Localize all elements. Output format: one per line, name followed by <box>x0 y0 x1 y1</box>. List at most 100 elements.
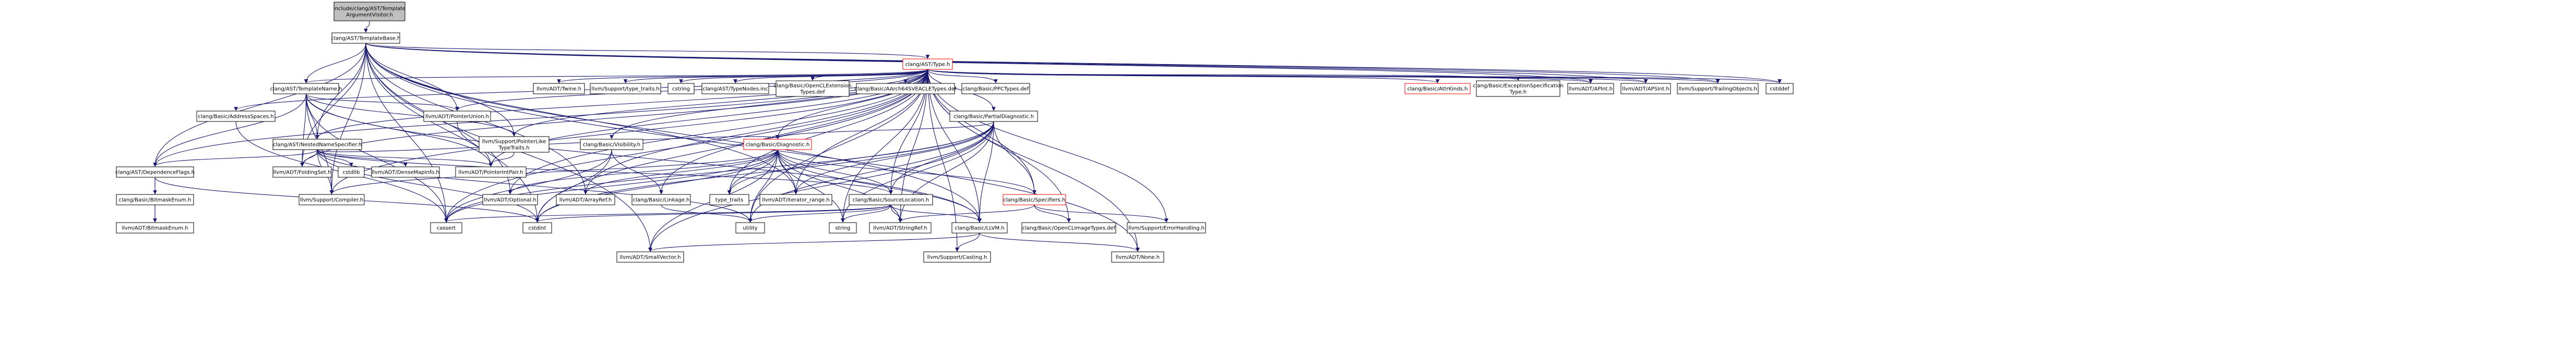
node-sourcelocation[interactable]: clang/Basic/SourceLocation.h <box>849 194 933 205</box>
edge-diagnostic-to-llvmh <box>777 149 982 223</box>
node-utility[interactable]: utility <box>735 222 765 234</box>
node-stringref[interactable]: llvm/ADT/StringRef.h <box>869 222 932 234</box>
node-box <box>961 83 1030 94</box>
node-optional[interactable]: llvm/ADT/Optional.h <box>482 194 538 205</box>
node-templatename[interactable]: clang/AST/TemplateName.h <box>270 83 342 94</box>
node-bitmaskenum_llvm[interactable]: llvm/ADT/BitmaskEnum.h <box>116 222 194 234</box>
edge-layer <box>153 20 1782 252</box>
node-attrkinds[interactable]: clang/Basic/AttrKinds.h <box>1404 83 1471 94</box>
node-box <box>667 83 695 94</box>
node-arrayref[interactable]: llvm/ADT/ArrayRef.h <box>556 194 615 205</box>
node-box <box>902 58 953 70</box>
edge-type-to-casting <box>927 69 959 252</box>
node-box <box>701 83 769 94</box>
node-typetraits_std[interactable]: type_traits <box>709 194 749 205</box>
node-box <box>116 222 194 234</box>
edge-templatename-to-pointerunion <box>305 93 459 111</box>
node-label: clang/Basic/AddressSpaces.h <box>198 114 273 120</box>
node-box <box>116 166 194 178</box>
node-apsint[interactable]: llvm/ADT/APSInt.h <box>1620 83 1671 94</box>
node-llvmterm[interactable]: llvm/ADT/Twine.h <box>533 83 585 94</box>
edge-diagnostic-to-stringref <box>777 149 902 223</box>
node-iteratorrange[interactable]: llvm/ADT/iterator_range.h <box>759 194 832 205</box>
node-box <box>455 166 527 178</box>
node-partialdiag[interactable]: clang/Basic/PartialDiagnostic.h <box>949 111 1038 122</box>
node-root[interactable]: include/clang/AST/TemplateArgumentVisito… <box>333 2 406 21</box>
node-cstdint[interactable]: cstdint <box>522 222 552 234</box>
node-box <box>423 111 491 122</box>
node-trailingobjects[interactable]: llvm/Support/TrailingObjects.h <box>1677 83 1759 94</box>
node-densemapinfo[interactable]: llvm/ADT/DenseMapInfo.h <box>371 166 440 178</box>
node-linkage[interactable]: clang/Basic/Linkage.h <box>631 194 691 205</box>
node-aprint[interactable]: llvm/ADT/APInt.h <box>1567 83 1614 94</box>
edge-type-to-partialdiag <box>927 69 996 111</box>
node-box <box>776 80 850 97</box>
node-foldingset[interactable]: llvm/ADT/FoldingSet.h <box>272 166 332 178</box>
node-typenodes[interactable]: clang/AST/TypeNodes.inc <box>701 83 769 94</box>
edge-diagnostic-to-specifiers <box>777 149 1036 194</box>
node-layer: include/clang/AST/TemplateArgumentVisito… <box>115 2 1794 263</box>
node-box <box>1404 83 1471 94</box>
node-pointerintpair[interactable]: llvm/ADT/PointerIntPair.h <box>455 166 527 178</box>
edge-type-to-pointerlike <box>512 69 928 137</box>
node-visibility[interactable]: clang/Basic/Visibility.h <box>580 139 643 150</box>
node-box <box>869 222 932 234</box>
node-smallvector[interactable]: llvm/ADT/SmallVector.h <box>616 251 684 263</box>
node-string[interactable]: string <box>829 222 857 234</box>
node-llvmh[interactable]: clang/Basic/LLVM.h <box>951 222 1008 234</box>
node-dependenceflags[interactable]: clang/AST/DependenceFlags.h <box>115 166 195 178</box>
node-cassert[interactable]: cassert <box>430 222 462 234</box>
node-nestednamespec[interactable]: clang/AST/NestedNameSpecifier.h <box>272 139 362 150</box>
node-templatebase[interactable]: clang/AST/TemplateBase.h <box>331 32 401 44</box>
node-label: llvm/ADT/PointerIntPair.h <box>458 170 523 176</box>
node-cstddef[interactable]: cstddef <box>1766 83 1794 94</box>
node-typetraits[interactable]: llvm/Support/type_traits.h <box>590 83 661 94</box>
node-label: clang/Basic/LLVM.h <box>955 226 1004 231</box>
node-bitmaskenum_clang[interactable]: clang/Basic/BitmaskEnum.h <box>116 194 194 205</box>
node-label: cstdint <box>528 226 546 231</box>
node-ppctypes[interactable]: clang/Basic/PPCTypes.def <box>961 83 1030 94</box>
node-label: type_traits <box>715 198 743 203</box>
node-none[interactable]: llvm/ADT/None.h <box>1111 251 1164 263</box>
node-errorhandling[interactable]: llvm/Support/ErrorHandling.h <box>1127 222 1206 234</box>
node-aarch64[interactable]: clang/Basic/AArch64SVEACLETypes.def <box>854 83 957 94</box>
node-label: clang/Basic/Linkage.h <box>633 198 690 203</box>
edge-templatebase-to-cassert <box>365 43 448 223</box>
node-compiler[interactable]: llvm/Support/Compiler.h <box>299 194 365 205</box>
edge-type-to-ppctypes <box>927 69 998 83</box>
node-box <box>331 32 400 44</box>
edge-diagnostic-to-sourcelocation <box>777 149 893 194</box>
node-openclimage[interactable]: clang/Basic/OpenCLImageTypes.def <box>1021 222 1116 234</box>
node-pointerunion[interactable]: llvm/ADT/PointerUnion.h <box>423 111 491 122</box>
edge-llvmh-to-none <box>979 233 1140 252</box>
node-cstring[interactable]: cstring <box>667 83 695 94</box>
edge-diagnostic-to-cassert <box>444 149 778 223</box>
edge-type-to-utility <box>748 69 928 223</box>
node-label: cstdlib <box>343 170 360 176</box>
node-cstdlib[interactable]: cstdlib <box>338 166 365 178</box>
node-box <box>759 194 832 205</box>
edge-type-to-none <box>927 69 1140 252</box>
node-specifiers[interactable]: clang/Basic/Specifiers.h <box>1003 194 1066 205</box>
node-label: clang/Basic/Visibility.h <box>583 142 640 148</box>
edge-specifiers-to-openclimage <box>1034 204 1071 223</box>
node-box <box>735 222 765 234</box>
edge-diagnostic-to-cstdint <box>535 149 778 223</box>
node-diagnostic[interactable]: clang/Basic/Diagnostic.h <box>743 139 812 150</box>
edge-pointerunion-to-pointerintpair <box>457 121 493 167</box>
node-casting[interactable]: llvm/Support/Casting.h <box>923 251 991 263</box>
node-box <box>1766 83 1794 94</box>
node-label: llvm/ADT/StringRef.h <box>873 226 927 231</box>
node-type[interactable]: clang/AST/Type.h <box>902 58 953 70</box>
edge-type-to-typetraits <box>623 69 928 83</box>
node-label: clang/Basic/SourceLocation.h <box>853 198 929 203</box>
node-addressspaces[interactable]: clang/Basic/AddressSpaces.h <box>196 111 276 122</box>
node-box <box>829 222 857 234</box>
node-label: llvm/ADT/Optional.h <box>484 198 536 203</box>
edge-diagnostic-to-optional <box>508 149 778 194</box>
edge-templatename-to-pointerlike <box>305 93 516 137</box>
node-box <box>333 2 406 21</box>
